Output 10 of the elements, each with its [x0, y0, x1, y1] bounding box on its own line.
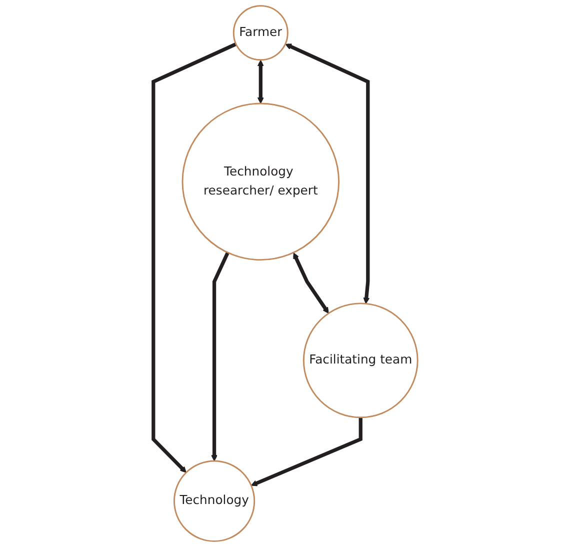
node-circle: Technology researcher/ expert — [182, 102, 340, 261]
arrow — [250, 417, 362, 486]
arrow — [152, 42, 237, 473]
arrow — [257, 60, 264, 104]
node-circle: Technology — [174, 460, 256, 542]
node-circle: Farmer — [232, 5, 288, 61]
arrow — [293, 252, 329, 314]
arrow — [285, 44, 370, 304]
node-circle: Facilitating team — [302, 302, 418, 418]
arrow — [211, 252, 230, 462]
